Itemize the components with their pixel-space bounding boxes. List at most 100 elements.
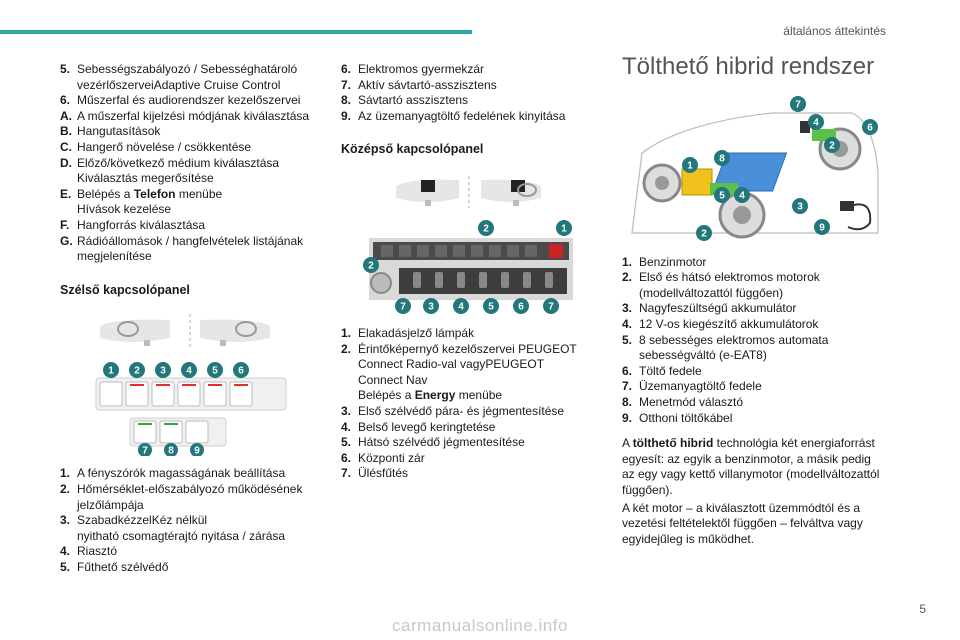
dashboard-left-icon [100,319,170,347]
dashboard-left-icon [396,179,459,206]
list-item: 5.Fűthető szélvédő [60,559,169,574]
list-item: 5.8 sebességes elektromos automata sebes… [622,332,829,363]
outer-switch-panel-illustration: 1 2 3 4 5 6 7 8 9 [95,314,287,458]
switch-row-bottom [133,420,209,444]
callout-badge: 7 [543,297,559,314]
outer-switch-panel-figure: 1 2 3 4 5 6 7 8 9 [60,308,310,458]
callout-badge: 6 [513,297,529,314]
svg-text:7: 7 [795,99,801,110]
dashboard-right-icon [200,319,270,347]
section-title: Szélső kapcsolópanel [60,282,190,297]
svg-text:6: 6 [518,301,524,312]
callout-badge: 1 [556,219,572,236]
list-item: 8.Sávtartó asszisztens [341,93,469,108]
toggle-switches [413,271,553,288]
volume-knob [370,271,392,294]
list-item: 1.Benzinmotor [622,254,707,269]
charging-cable-icon [840,200,872,230]
svg-text:5: 5 [719,190,725,201]
list-item: 6.Központi zár [341,450,425,465]
callout-badge: 7 [790,95,806,112]
svg-text:8: 8 [168,446,174,457]
svg-text:4: 4 [186,366,192,377]
callout-badge: 2 [363,256,379,273]
callout-badge: 2 [478,219,494,236]
list-item: 2.Első és hátsó elektromos motorok (mode… [622,270,820,300]
center-switch-panel-figure: 1 2 2 7 3 4 5 6 7 [341,168,591,318]
page-title: Tölthető hibrid rendszer [622,53,875,80]
callout-badge: 4 [734,186,750,203]
section-header: általános áttekintés [783,24,886,38]
center-switch-panel-illustration: 1 2 2 7 3 4 5 6 7 [363,175,573,314]
callout-badge: 9 [814,218,830,235]
svg-text:2: 2 [368,260,374,271]
list-item: 1.Elakadásjelző lámpák [341,325,475,340]
list-item: 4.12 V-os kiegészítő akkumulátorok [622,316,819,331]
svg-text:1: 1 [108,366,114,377]
svg-text:2: 2 [483,223,489,234]
callout-badge: 8 [714,149,730,166]
svg-text:3: 3 [797,201,803,212]
watermark: carmanualsonline.info [392,616,568,635]
section-title: Középső kapcsolópanel [341,142,484,157]
svg-text:7: 7 [548,301,554,312]
list-item: 9.Otthoni töltőkábel [622,410,733,425]
callout-badge: 2 [696,224,712,241]
paragraph: A tölthető hibrid technológia két energi… [622,436,880,497]
touch-buttons-row [381,243,563,258]
svg-text:4: 4 [813,117,819,128]
svg-text:1: 1 [561,223,567,234]
list-item: 3.Nagyfeszültségű akkumulátor [622,301,797,316]
callout-badge: 8 [164,443,178,458]
aux-battery [800,120,810,133]
svg-text:2: 2 [829,140,835,151]
list-item: 7.Aktív sávtartó-asszisztens [341,77,497,92]
svg-text:2: 2 [134,366,140,377]
svg-text:6: 6 [238,366,244,377]
svg-text:2: 2 [701,228,707,239]
list-item: 7.Ülésfűtés [341,466,409,481]
column-middle: 6.Elektromos gyermekzár 7.Aktív sávtartó… [341,62,591,482]
list-item: 6.Elektromos gyermekzár [341,62,485,76]
callout-badge: 3 [155,362,171,379]
hybrid-car-cutaway: 7 4 6 2 8 1 5 4 3 2 9 [631,95,879,241]
list-item: 5.Hátsó szélvédő jégmentesítése [341,435,525,450]
callout-badge: 2 [129,362,145,379]
callout-badge: 1 [682,156,698,173]
list-item: C.Hangerő növelése / csökkentése [60,139,252,154]
svg-text:3: 3 [160,366,166,377]
engine-block [681,168,713,196]
list-item: 8.Menetmód választó [622,394,744,409]
callout-badge: 3 [423,297,439,314]
callout-badge: 7 [395,297,411,314]
svg-text:7: 7 [400,301,406,312]
list-item: F.Hangforrás kiválasztása [60,217,206,232]
callout-badge: 9 [190,443,204,458]
svg-text:8: 8 [719,153,725,164]
callout-badge: 7 [138,443,152,458]
svg-text:4: 4 [739,190,745,201]
list-item: 2.Érintőképernyő kezelőszervei PEUGEOT C… [341,341,577,403]
svg-text:4: 4 [458,301,464,312]
list-item: 9.Az üzemanyagtöltő fedelének kinyitása [341,108,566,123]
callout-badge: 4 [808,113,824,130]
paragraph: A két motor – a kiválasztott üzemmódtól … [622,500,863,546]
svg-text:3: 3 [428,301,434,312]
list-item: 5.Sebességszabályozó / Sebességhatároló … [60,62,298,92]
callout-badge: 4 [181,362,197,379]
list-item: 6.Töltő fedele [622,363,702,378]
list-item: 7.Üzemanyagtöltő fedele [622,379,762,394]
list-item: 3.Első szélvédő pára- és jégmentesítése [341,403,565,418]
svg-text:1: 1 [687,160,693,171]
list-item: G.Rádióállomások / hangfelvételek listáj… [60,233,304,264]
list-item: 1.A fényszórók magasságának beállítása [60,466,286,481]
svg-text:6: 6 [867,122,873,133]
column-right: Tölthető hibrid rendszer [622,53,884,547]
top-accent-bar [0,30,472,34]
callout-badge: 5 [483,297,499,314]
list-item: 4.Belső levegő keringtetése [341,419,496,434]
list-item: 2.Hőmérséklet-előszabályozó működésének … [60,481,303,512]
